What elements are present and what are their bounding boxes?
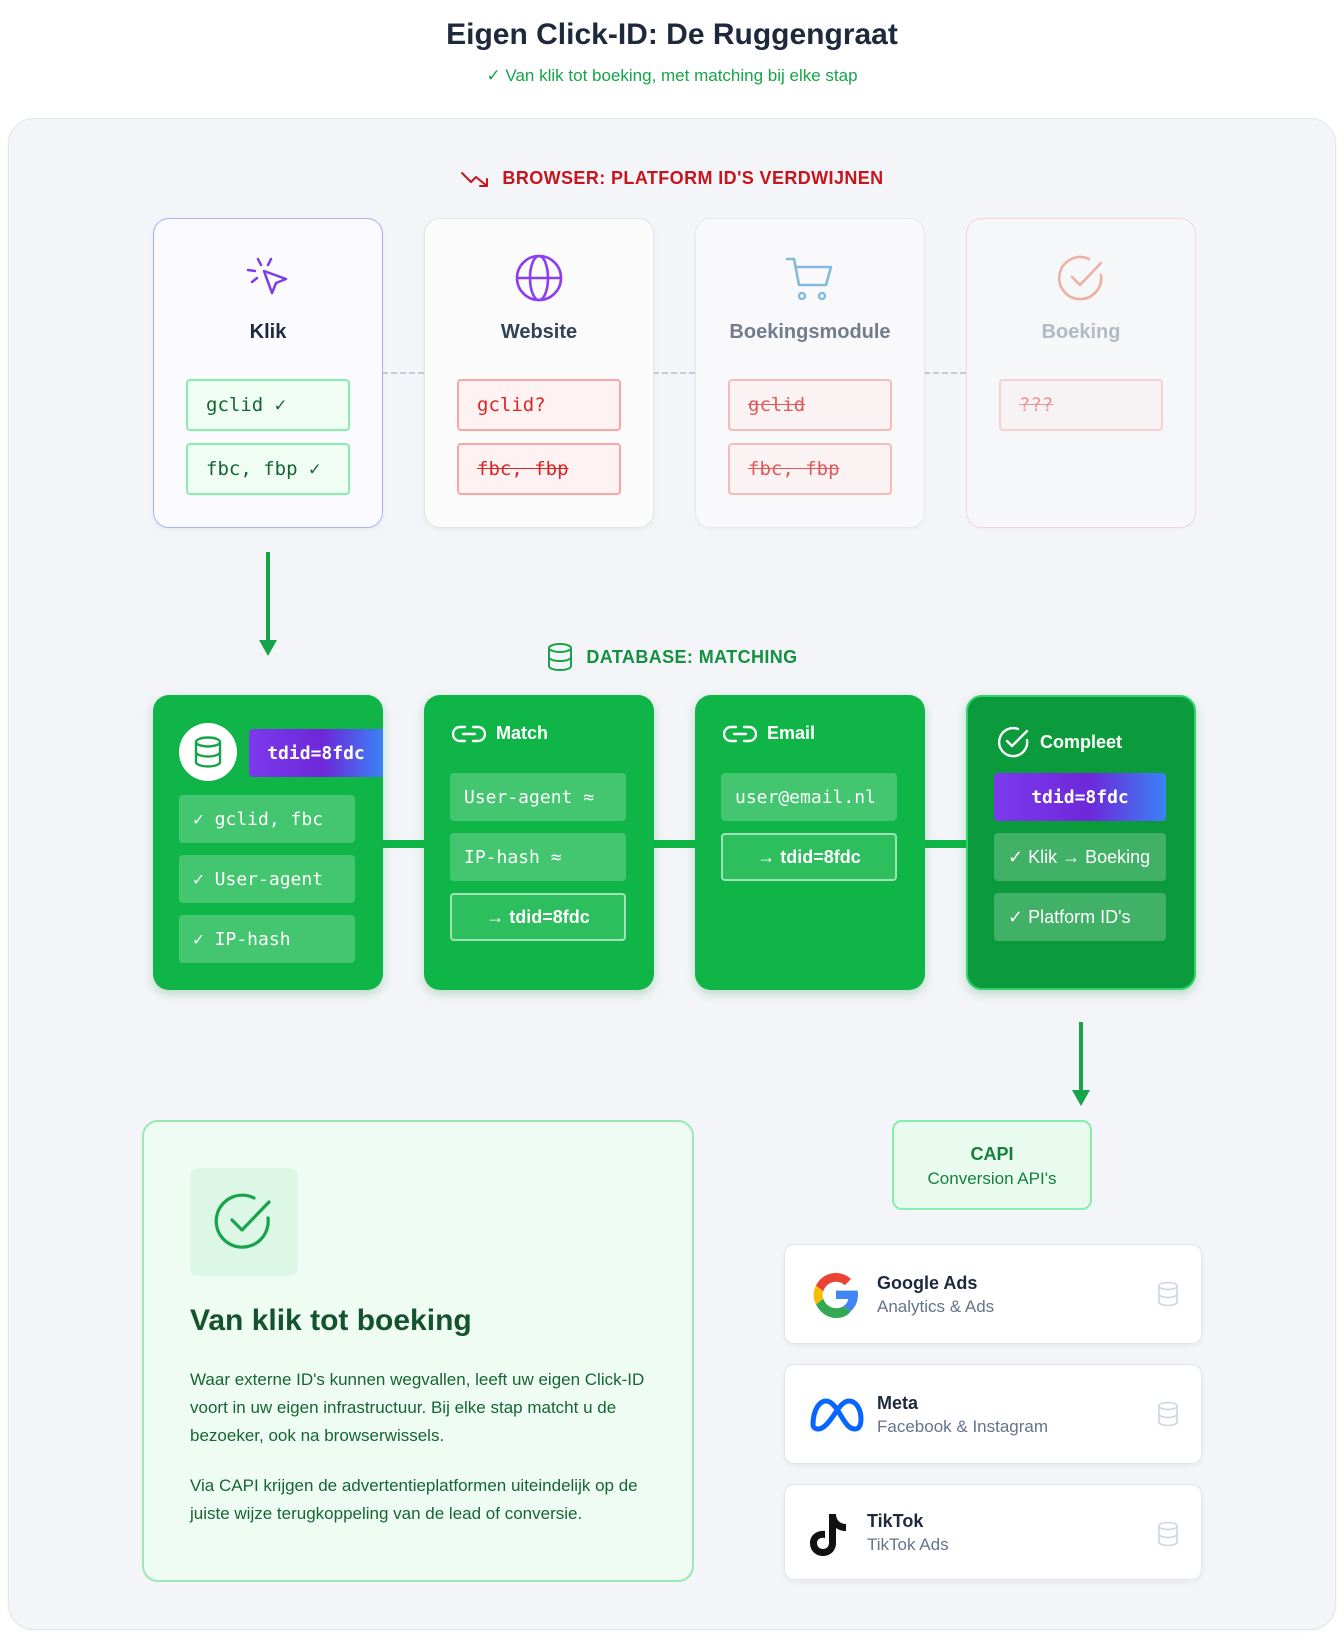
trend-down-icon [461,171,489,187]
connector-dash [653,372,695,374]
tiktok-logo-icon [799,1507,857,1563]
meta-logo-icon [807,1387,865,1443]
database-icon [1158,1281,1178,1307]
info-paragraph: Via CAPI krijgen de advertentieplatforme… [190,1476,638,1523]
db-connector [924,840,966,848]
page-subtitle: ✓ Van klik tot boeking, met matching bij… [486,66,858,85]
browser-card-klik: Klik gclid ✓ fbc, fbp ✓ [153,218,383,528]
id-pill-removed: fbc, fbp [728,443,892,495]
capi-box: CAPI Conversion API's [892,1120,1092,1210]
arrow-down-capi [1079,1022,1083,1096]
browser-card-boekingsmodule: Boekingsmodule gclid fbc, fbp [695,218,925,528]
db-field: ✓ gclid, fbc [179,795,355,843]
tdid-badge: tdid=8fdc [249,729,383,777]
check-circle-icon [997,726,1029,758]
browser-section-label: BROWSER: PLATFORM ID'S VERDWIJNEN [0,168,1344,189]
platform-name: Meta [877,1393,919,1413]
id-pill: fbc, fbp ✓ [186,443,350,495]
db-field: ✓ Klik → Boeking [994,833,1166,881]
id-pill-removed: gclid [728,379,892,431]
browser-card-title: Boeking [1041,321,1121,343]
database-icon [548,643,573,672]
db-card-header: Email [723,723,815,744]
platform-subtitle: Analytics & Ads [877,1297,995,1316]
db-card-compleet: Compleet tdid=8fdc ✓ Klik → Boeking ✓ Pl… [966,695,1196,990]
database-icon [179,723,237,781]
db-field: ✓ Platform ID's [994,893,1166,941]
database-section-label: DATABASE: MATCHING [0,642,1344,672]
db-field: user@email.nl [721,773,897,821]
id-pill: gclid? [457,379,621,431]
match-result: → tdid=8fdc [450,893,626,941]
platform-card-tiktok: TikTok TikTok Ads [784,1484,1202,1580]
info-title: Van klik tot boeking [190,1304,472,1337]
connector-dash [382,372,424,374]
db-card-email: Email user@email.nl → tdid=8fdc [695,695,925,990]
db-connector [653,840,695,848]
platform-card-google: Google Ads Analytics & Ads [784,1244,1202,1344]
link-icon [452,725,486,742]
db-card-match: Match User-agent ≈ IP-hash ≈ → tdid=8fdc [424,695,654,990]
db-card-store: tdid=8fdc ✓ gclid, fbc ✓ User-agent ✓ IP… [153,695,383,990]
browser-card-website: Website gclid? fbc, fbp [424,218,654,528]
cart-icon [696,253,924,305]
info-card: Van klik tot boeking Waar externe ID's k… [142,1120,694,1582]
globe-icon [425,253,653,303]
db-field: IP-hash ≈ [450,833,626,881]
platform-name: Google Ads [877,1273,978,1293]
db-card-header: Match [452,723,548,744]
info-paragraph: Waar externe ID's kunnen wegvallen, leef… [190,1370,645,1445]
capi-title: CAPI [970,1144,1014,1164]
capi-subtitle: Conversion API's [927,1169,1057,1188]
browser-card-title: Boekingsmodule [729,321,891,343]
arrow-head [259,640,277,656]
platform-name: TikTok [867,1511,924,1531]
google-logo-icon [807,1267,865,1323]
browser-card-title: Klik [249,321,287,343]
tdid-badge: tdid=8fdc [994,773,1166,821]
page-title: Eigen Click-ID: De Ruggengraat [446,18,898,51]
arrow-down-klik [266,552,270,644]
db-card-header: Compleet [996,725,1122,759]
db-field: ✓ User-agent [179,855,355,903]
browser-card-title: Website [500,321,578,343]
link-icon [723,725,757,742]
db-field: ✓ IP-hash [179,915,355,963]
connector-dash [924,372,966,374]
match-result: → tdid=8fdc [721,833,897,881]
cursor-click-icon [154,253,382,301]
check-circle-icon [967,253,1195,303]
platform-subtitle: Facebook & Instagram [877,1417,1049,1436]
db-field: User-agent ≈ [450,773,626,821]
db-connector [382,840,424,848]
browser-card-boeking: Boeking ??? [966,218,1196,528]
platform-subtitle: TikTok Ads [867,1535,949,1554]
id-pill: gclid ✓ [186,379,350,431]
arrow-head [1072,1090,1090,1106]
platform-card-meta: Meta Facebook & Instagram [784,1364,1202,1464]
check-circle-icon [190,1168,298,1276]
id-pill-removed: fbc, fbp [457,443,621,495]
id-pill-removed: ??? [999,379,1163,431]
database-icon [1158,1401,1178,1427]
database-icon [1158,1521,1178,1547]
